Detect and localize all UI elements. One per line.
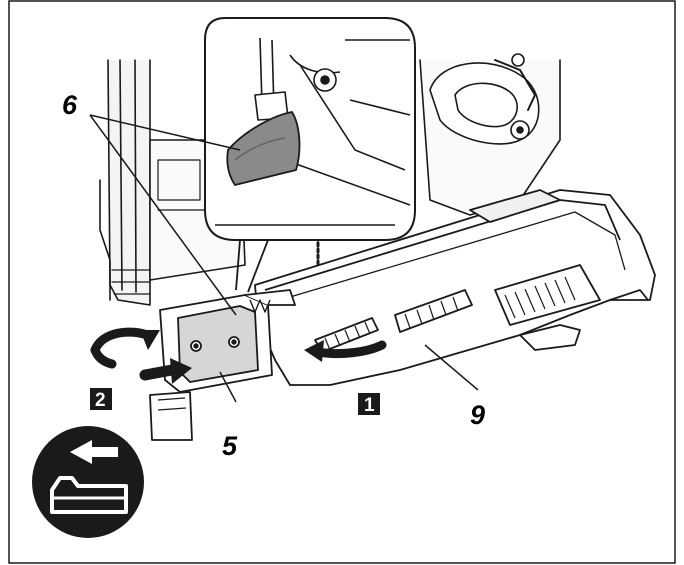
battery-housing xyxy=(254,189,656,386)
callout-part-9: 9 xyxy=(470,400,485,430)
callout-part-5: 5 xyxy=(222,431,238,461)
outer-frame xyxy=(8,0,676,564)
detail-inset xyxy=(204,17,416,293)
step-2-label: 2 xyxy=(95,390,106,411)
callout-part-6: 6 xyxy=(62,90,78,120)
arrow-rotate xyxy=(90,327,160,369)
latch-lever-highlight xyxy=(226,111,301,187)
arrow-step-2 xyxy=(139,358,192,384)
step-1-label: 1 xyxy=(364,395,375,416)
battery-slide-out-icon xyxy=(32,426,144,538)
step-badge-1: 1 xyxy=(358,393,380,416)
step-badge-2: 2 xyxy=(90,388,112,411)
arrow-step-1 xyxy=(304,340,387,362)
leader-lines xyxy=(89,114,479,403)
tool-body xyxy=(99,53,561,306)
